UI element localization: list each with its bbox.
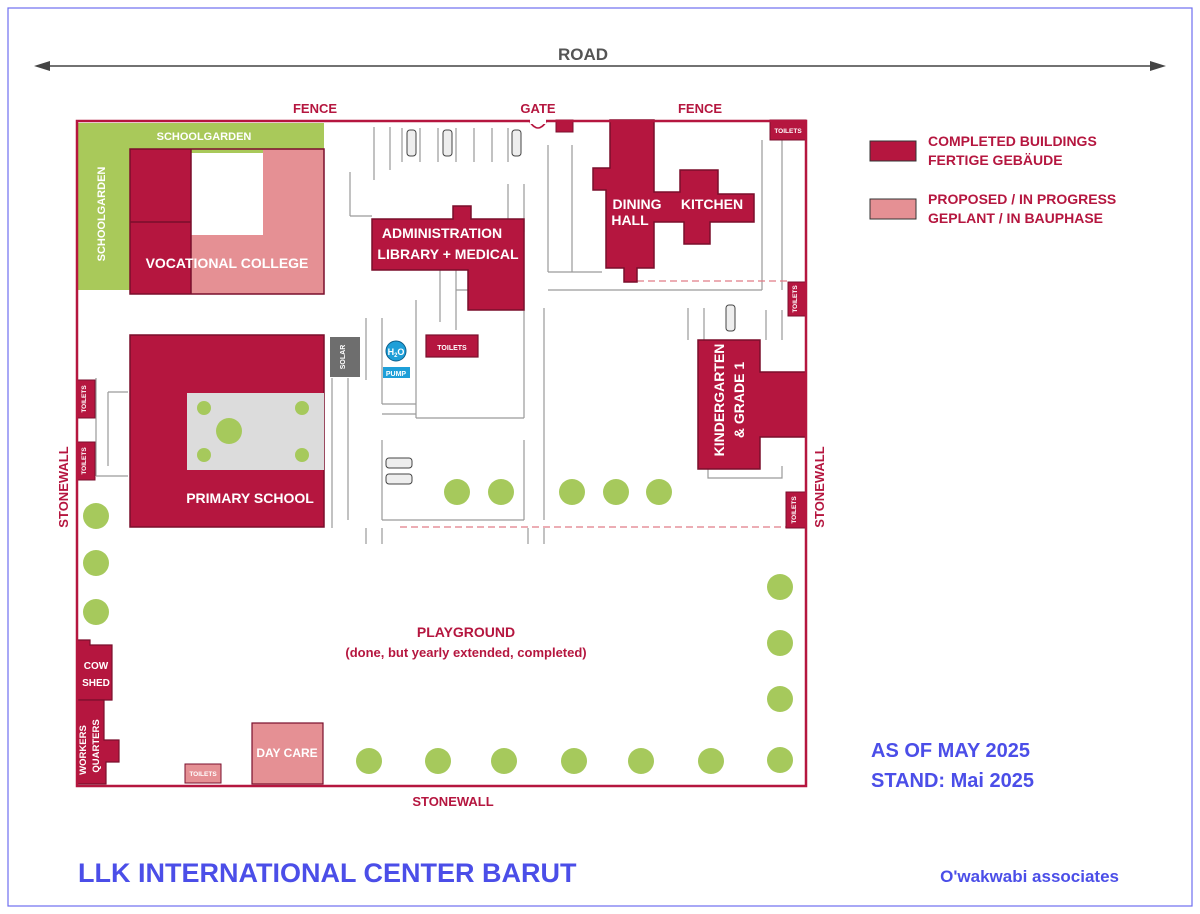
water-tank-label: H2O [388,347,405,359]
parking-stalls [401,128,509,162]
car-icon [385,473,413,485]
stonewall-label-left: STONEWALL [56,446,71,527]
gate-opening [530,118,546,124]
car-icon [511,129,522,157]
road-label: ROAD [558,45,608,64]
tree-icon [295,448,309,462]
kindergarten-label-line1: KINDERGARTEN [711,344,727,457]
tree-icon [628,748,654,774]
day-care-building [251,722,324,785]
tree-icon [491,748,517,774]
admin-label-line1: ADMINISTRATION [382,225,502,241]
workers-quarters-label-line2: QUARTERS [91,719,102,772]
solar-label: SOLAR [340,345,347,370]
playground-note: (done, but yearly extended, completed) [345,645,586,660]
trees [83,479,793,774]
pump-label: PUMP [386,371,407,378]
cow-shed-label-line2: SHED [82,678,110,689]
primary-school-label: PRIMARY SCHOOL [186,490,314,506]
car-icon [406,129,417,157]
tree-icon [767,574,793,600]
schoolgarden-top-strip [77,123,324,145]
toilets-left-lower-label: TOILETS [81,447,88,475]
car-icon [725,304,736,332]
schoolgarden-side-label: SCHOOLGARDEN [96,167,108,262]
tree-icon [295,401,309,415]
tree-icon [767,630,793,656]
gate-label: GATE [520,101,555,116]
toilets-top-right-label: TOILETS [774,128,802,135]
tree-icon [83,550,109,576]
tree-icon [603,479,629,505]
car-icon [385,457,413,469]
legend-completed-line2: FERTIGE GEBÄUDE [928,152,1063,168]
legend-swatch-completed [869,140,917,162]
admin-label-line2: LIBRARY + MEDICAL [377,246,519,262]
dining-kitchen-building [592,119,755,283]
day-care-label: DAY CARE [256,746,317,760]
tree-icon [197,401,211,415]
toilets-bottom-label: TOILETS [189,771,217,778]
courtyard-trees [197,401,309,462]
solar-panel [330,337,360,377]
tree-icon [216,418,242,444]
page-frame [7,7,1193,907]
tree-icon [356,748,382,774]
status-date-de: STAND: Mai 2025 [871,770,1034,792]
legend-swatch-proposed [869,198,917,220]
tree-icon [197,448,211,462]
playground-label: PLAYGROUND [417,624,515,640]
fence-label-right: FENCE [678,101,722,116]
legend-completed-line1: COMPLETED BUILDINGS [928,133,1097,149]
vocational-college-label: VOCATIONAL COLLEGE [146,255,309,271]
tree-icon [767,747,793,773]
vocational-college-building [129,148,325,295]
tree-icon [425,748,451,774]
administration-building [371,205,525,311]
toilets-right-lower-label: TOILETS [791,496,798,524]
toilets-right-upper-label: TOILETS [792,285,799,313]
workers-quarters-building [76,699,120,785]
dining-label-line1: DINING [613,196,662,212]
tree-icon [444,479,470,505]
footer-title: LLK INTERNATIONAL CENTER BARUT [78,858,577,888]
status-date-en: AS OF MAY 2025 [871,740,1030,762]
tree-icon [698,748,724,774]
stonewall-label-right: STONEWALL [812,446,827,527]
tree-icon [561,748,587,774]
road-arrow [34,61,1166,71]
admin-toilets-building [425,334,479,358]
college-courtyard [191,153,263,235]
toilets-left-upper-label: TOILETS [81,385,88,413]
admin-toilets-label: TOILETS [437,345,467,352]
kindergarten-label-line2: & GRADE 1 [731,362,747,438]
tree-icon [83,599,109,625]
site-boundary [75,119,808,788]
cow-shed-label-line1: COW [84,661,109,672]
kitchen-label: KITCHEN [681,196,743,212]
tree-icon [488,479,514,505]
tree-icon [767,686,793,712]
schoolgarden-top-label: SCHOOLGARDEN [157,131,252,143]
stonewall-label-bottom: STONEWALL [412,794,493,809]
toilets-bottom [184,763,222,784]
tree-icon [559,479,585,505]
tree-icon [83,503,109,529]
footer-credit: O'wakwabi associates [940,867,1119,886]
pump-building [383,367,410,378]
workers-quarters-label-line1: WORKERS [78,725,89,775]
legend: COMPLETED BUILDINGS FERTIGE GEBÄUDE PROP… [869,133,1116,226]
fence-label-left: FENCE [293,101,337,116]
legend-proposed-line1: PROPOSED / IN PROGRESS [928,191,1116,207]
car-icon [442,129,453,157]
dining-label-line2: HALL [611,212,649,228]
legend-proposed-line2: GEPLANT / IN BAUPHASE [928,210,1103,226]
water-tank-icon [385,340,407,362]
tree-icon [646,479,672,505]
car-icons [385,129,736,485]
